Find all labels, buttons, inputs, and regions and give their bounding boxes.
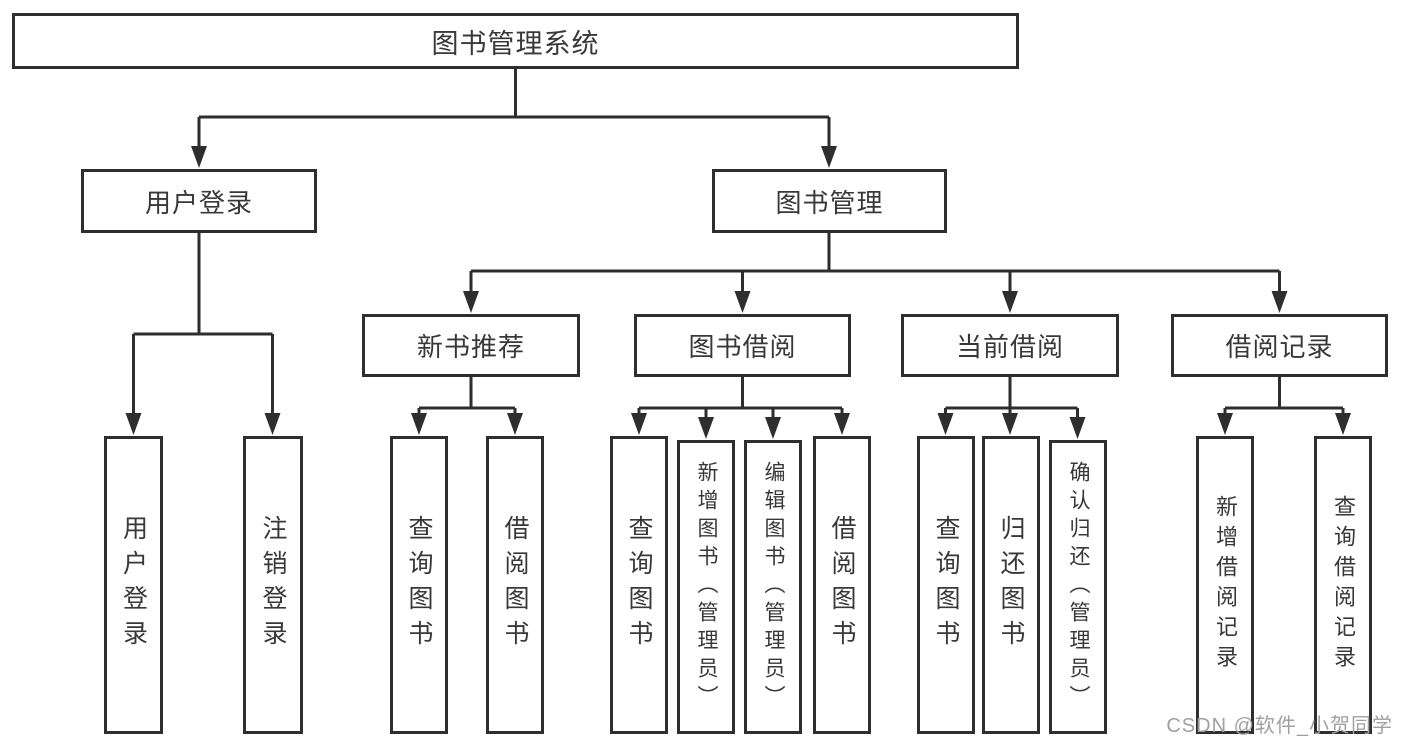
node-label: 新增借阅记录 (1213, 495, 1238, 675)
leaf-add-books-admin: 新增图书（管理员） (677, 440, 735, 734)
node-label: 图书管理 (775, 187, 884, 218)
node-label: 借阅图书 (501, 515, 529, 655)
node-book-borrowing: 图书借阅 (634, 314, 851, 377)
node-label: 查询图书 (932, 515, 960, 655)
leaf-borrow-books-rec: 借阅图书 (486, 436, 544, 734)
branch-book-borrow (637, 377, 844, 429)
leaf-logout: 注销登录 (243, 436, 303, 734)
node-label: 图书管理系统 (431, 28, 600, 59)
node-label: 当前借阅 (955, 332, 1064, 362)
node-label: 查询图书 (625, 515, 653, 655)
node-label: 确认归还（管理员） (1067, 461, 1090, 713)
node-new-book-recommendation: 新书推荐 (362, 314, 580, 377)
node-book-management: 图书管理 (712, 169, 947, 233)
leaf-edit-books-admin: 编辑图书（管理员） (744, 440, 802, 734)
node-borrowing-records: 借阅记录 (1171, 314, 1388, 377)
leaf-query-borrow-record: 查询借阅记录 (1314, 436, 1372, 734)
node-current-borrowing: 当前借阅 (901, 314, 1119, 377)
leaf-query-books-current: 查询图书 (917, 436, 975, 734)
node-library-management-system: 图书管理系统 (12, 13, 1019, 69)
node-label: 查询借阅记录 (1331, 495, 1356, 675)
leaf-return-books: 归还图书 (982, 436, 1040, 734)
node-label: 图书借阅 (688, 332, 797, 362)
node-label: 用户登录 (144, 187, 253, 218)
leaf-borrow-books: 借阅图书 (813, 436, 871, 734)
node-label: 查询图书 (405, 515, 433, 655)
branch-new-book-rec (417, 377, 517, 425)
node-label: 借阅图书 (828, 515, 856, 655)
node-label: 编辑图书（管理员） (762, 461, 785, 713)
node-label: 新书推荐 (416, 332, 525, 362)
node-label: 借阅记录 (1225, 332, 1334, 362)
leaf-query-books-rec: 查询图书 (390, 436, 448, 734)
branch-user-login (132, 233, 274, 425)
branch-borrow-records (1223, 377, 1345, 425)
leaf-confirm-return-admin: 确认归还（管理员） (1049, 440, 1107, 734)
node-user-login: 用户登录 (81, 169, 317, 233)
node-label: 注销登录 (259, 515, 287, 655)
leaf-user-login: 用户登录 (104, 436, 163, 734)
branch-book-management (469, 233, 1281, 303)
leaf-add-borrow-record: 新增借阅记录 (1196, 436, 1254, 734)
arrowheads (125, 146, 1351, 439)
node-label: 归还图书 (997, 515, 1025, 655)
branch-root (197, 69, 831, 158)
node-label: 用户登录 (119, 515, 148, 655)
node-label: 新增图书（管理员） (695, 461, 718, 713)
leaf-query-books-borrow: 查询图书 (610, 436, 668, 734)
csdn-watermark: CSDN @软件_小贺同学 (1166, 715, 1393, 737)
